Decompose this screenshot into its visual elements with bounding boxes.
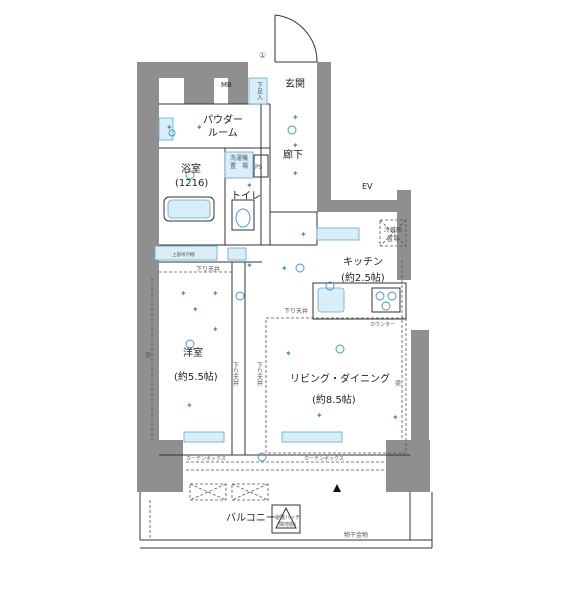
svg-text:✦: ✦ [186, 401, 193, 410]
svg-text:✦: ✦ [212, 325, 219, 334]
label-mb: MB [221, 81, 232, 89]
svg-text:✦: ✦ [180, 289, 187, 298]
room-living-line2: (約8.5帖) [312, 393, 356, 406]
label-washer-1: 洗濯機 [230, 154, 248, 162]
room-entrance: 玄関 [285, 77, 305, 90]
label-curtain-box-2: カーテンボックス [304, 455, 344, 462]
svg-text:✦: ✦ [292, 141, 299, 150]
svg-text:✦: ✦ [281, 264, 288, 273]
label-washer-2: 置 場 [230, 162, 248, 170]
room-powder-line2: ルーム [208, 127, 238, 139]
label-counter: カウンター [370, 321, 395, 328]
fixtures [154, 77, 407, 534]
entrance-door [274, 14, 318, 63]
label-fridge-1: 冷蔵庫 [384, 226, 402, 234]
room-bath-line2: (1216) [175, 178, 208, 189]
label-ev: EV [362, 182, 373, 191]
svg-text:✦: ✦ [316, 411, 323, 420]
room-kitchen-line1: キッチン [343, 256, 383, 268]
fixture-labels: MB EV PS 下足入 洗濯機 置 場 上部吊戸棚 冷蔵庫 置場 カーテンボッ… [144, 51, 403, 539]
label-evac-hatch-1: 避難ハッチ [275, 514, 300, 521]
svg-text:✦: ✦ [292, 113, 299, 122]
label-ceiling-drop-4: 下り天井 [256, 362, 263, 387]
dashed-lines [151, 260, 407, 471]
label-fridge-2: 置場 [387, 235, 399, 243]
svg-text:✦: ✦ [192, 305, 199, 314]
label-shoebox: 下足入 [256, 82, 263, 100]
svg-text:✦: ✦ [196, 123, 203, 132]
outlet-marks [168, 125, 345, 462]
label-evac-hatch-2: (隣地側) [277, 521, 296, 528]
north-marker-icon [333, 484, 341, 492]
label-ceiling-drop-1: 下り天井 [284, 307, 308, 315]
room-hall: 廊下 [283, 148, 303, 161]
label-ceiling-drop-3: 下り天井 [232, 362, 239, 387]
label-curtain-box-1: カーテンボックス [186, 455, 226, 462]
balcony-outline [139, 492, 433, 549]
label-clothes-rail: 物干金物 [344, 531, 368, 539]
room-kitchen-line2: (約2.5帖) [341, 271, 385, 284]
room-western-line1: 洋室 [183, 346, 203, 359]
outer-walls [137, 62, 430, 492]
svg-text:✦: ✦ [246, 261, 253, 270]
svg-text:✦: ✦ [292, 169, 299, 178]
label-beam-1: 梁 [144, 351, 151, 359]
svg-text:✦: ✦ [300, 230, 307, 239]
svg-text:✦: ✦ [246, 181, 253, 190]
room-balcony: バルコニー [226, 512, 276, 524]
room-toilet: トイレ [231, 191, 261, 202]
svg-text:✦: ✦ [166, 123, 173, 132]
label-ceiling-drop-2: 下り天井 [196, 265, 220, 273]
label-shelf-upper: 上部吊戸棚 [172, 251, 195, 258]
room-western-line2: (約5.5帖) [174, 370, 218, 383]
room-labels: 玄関 パウダー ルーム 廊下 浴室 (1216) トイレ キッチン (約2.5帖… [174, 77, 390, 524]
room-powder-line1: パウダー [203, 113, 243, 126]
room-living-line1: リビング・ダイニング [290, 372, 390, 385]
room-bath-line1: 浴室 [181, 162, 201, 175]
svg-text:✦: ✦ [285, 349, 292, 358]
label-mark-1: ① [259, 51, 266, 60]
label-beam-2: 梁 [394, 379, 401, 387]
svg-text:✦: ✦ [392, 413, 399, 422]
label-ps: PS [255, 164, 263, 171]
electrical-marks: ✦ ✦ ✦ ✦ ✦ ✦ ✦ ✦ ✦ ✦ ✦ ✦ ✦ ✦ ✦ ✦ ✦ [166, 113, 399, 422]
svg-text:✦: ✦ [212, 289, 219, 298]
